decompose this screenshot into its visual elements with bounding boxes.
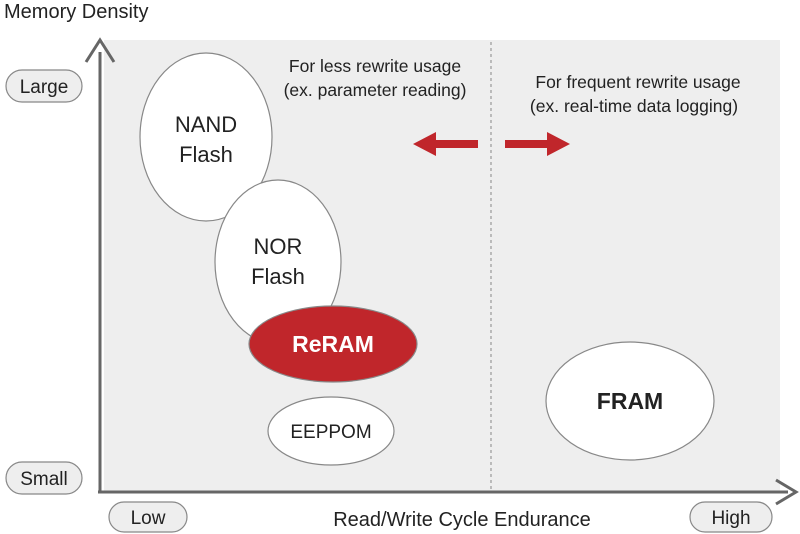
nand-label-line1: NAND — [175, 112, 237, 137]
x-axis-title: Read/Write Cycle Endurance — [333, 509, 591, 531]
low-label: Low — [131, 508, 166, 529]
low-label-pill: Low — [108, 501, 188, 533]
nand-flash-bubble: NAND Flash — [139, 52, 273, 222]
high-label: High — [711, 508, 750, 529]
high-label-pill: High — [689, 501, 773, 533]
fram-label: FRAM — [597, 388, 663, 414]
large-label-pill: Large — [5, 69, 83, 103]
right-arrow-icon — [505, 132, 570, 156]
eeprom-label: EEPPOM — [290, 422, 371, 443]
nand-label-line2: Flash — [179, 142, 233, 167]
nor-label-line1: NOR — [254, 234, 303, 259]
left-arrow-icon — [413, 132, 478, 156]
small-label: Small — [20, 469, 68, 490]
reram-label: ReRAM — [292, 331, 374, 357]
reram-bubble: ReRAM — [248, 305, 418, 383]
fram-bubble: FRAM — [545, 341, 715, 461]
nor-flash-bubble: NOR Flash — [214, 179, 342, 345]
y-axis — [84, 37, 116, 492]
right-region-caption-line2: (ex. real-time data logging) — [530, 96, 738, 116]
left-region-caption-line1: For less rewrite usage — [289, 56, 461, 76]
nor-label-line2: Flash — [251, 264, 305, 289]
large-label: Large — [20, 77, 69, 98]
left-region-caption-line2: (ex. parameter reading) — [284, 80, 467, 100]
y-axis-title: Memory Density — [4, 1, 148, 23]
right-region-caption-line1: For frequent rewrite usage — [535, 72, 740, 92]
x-axis — [98, 478, 799, 506]
eeprom-bubble: EEPPOM — [267, 396, 395, 466]
small-label-pill: Small — [5, 461, 83, 495]
